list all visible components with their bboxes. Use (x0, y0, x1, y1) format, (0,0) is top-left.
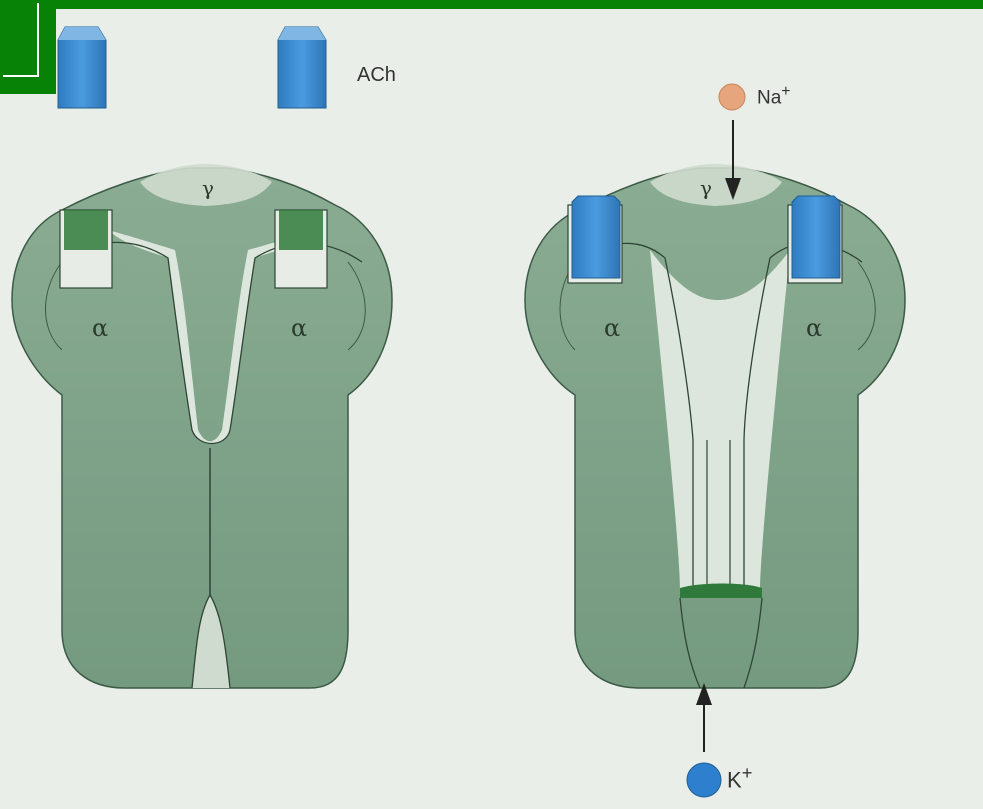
alpha-label-closed-right: α (291, 314, 307, 342)
ach-molecule-1 (58, 27, 106, 108)
potassium-arrow (696, 683, 712, 752)
gamma-label-closed: γ (202, 176, 214, 200)
gamma-label-open: γ (700, 176, 712, 200)
corner-frame (0, 0, 56, 94)
bound-ach-left (568, 196, 622, 283)
potassium-ion (687, 763, 721, 797)
potassium-label: K+ (727, 762, 752, 793)
alpha-label-open-right: α (806, 314, 822, 342)
open-receptor (525, 164, 905, 688)
binding-site-left-1 (60, 210, 112, 288)
sodium-ion (719, 84, 745, 110)
closed-receptor (12, 164, 392, 688)
ach-label: ACh (357, 64, 396, 87)
sodium-label: Na+ (757, 83, 791, 109)
bound-ach-right (788, 196, 842, 283)
binding-site-left-2 (275, 210, 327, 288)
top-frame-bar (0, 0, 983, 9)
ach-molecule-2 (278, 27, 326, 108)
alpha-label-closed-left: α (92, 314, 108, 342)
alpha-label-open-left: α (604, 314, 620, 342)
